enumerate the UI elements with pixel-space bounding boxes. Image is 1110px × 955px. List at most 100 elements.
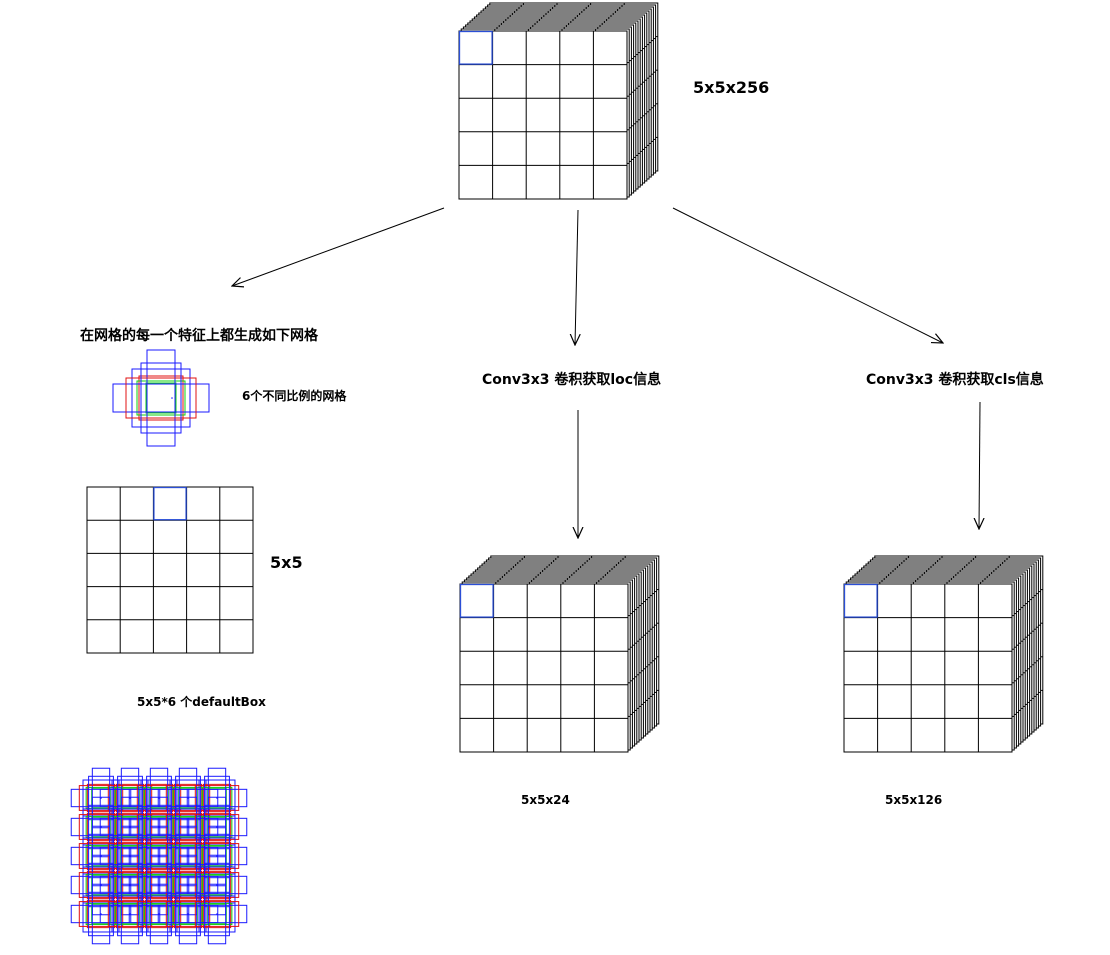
- default-box-outline: [117, 891, 143, 937]
- default-box-outline: [88, 891, 114, 937]
- default-box-outline: [178, 904, 198, 924]
- arrow-to-loc-conv: [575, 209, 578, 345]
- default-box-outline: [194, 785, 240, 811]
- default-box-outline: [175, 862, 201, 908]
- default-box-outline: [136, 901, 182, 927]
- default-box-outline: [117, 775, 143, 821]
- default-box-outline: [165, 872, 211, 898]
- default-box-outline: [120, 817, 140, 837]
- highlighted-cell: [459, 583, 494, 618]
- default-box-outline: [149, 883, 169, 945]
- default-box-outline: [178, 875, 198, 895]
- default-box-outline: [146, 891, 172, 937]
- default-box-outline: [146, 804, 172, 850]
- default-box-outline: [201, 902, 233, 926]
- default-box-outline: [186, 817, 248, 837]
- default-box-outline: [91, 883, 111, 945]
- default-box-outline: [207, 817, 227, 837]
- default-box-outline: [204, 862, 230, 908]
- default-box-outline: [207, 875, 227, 895]
- default-box-outline: [78, 814, 124, 840]
- default-box-outline: [117, 862, 143, 908]
- default-box-outline: [165, 785, 211, 811]
- default-box-outline: [146, 833, 172, 879]
- default-box-outline: [202, 899, 232, 929]
- default-box-outline: [138, 375, 184, 421]
- default-box-outline: [107, 872, 153, 898]
- highlighted-cell: [458, 30, 493, 65]
- default-box-outline: [186, 846, 248, 866]
- grid-size-label: 5x5: [270, 553, 303, 572]
- default-box-outline: [204, 833, 230, 879]
- default-box-outline: [82, 895, 120, 933]
- default-box-outline: [140, 895, 178, 933]
- cls-conv-label: Conv3x3 卷积获取cls信息: [866, 372, 1044, 388]
- default-box-outline: [178, 883, 198, 945]
- default-box-outline: [204, 891, 230, 937]
- default-box-outline: [111, 895, 149, 933]
- default-box-outline: [120, 846, 140, 866]
- default-box-outline: [91, 788, 111, 808]
- default-box-outline: [146, 349, 176, 447]
- default-box-outline: [136, 380, 186, 416]
- default-box-outline: [178, 817, 198, 837]
- default-box-outline: [136, 872, 182, 898]
- box-scale-note: 6个不同比例的网格: [242, 389, 347, 403]
- top-tensor-label: 5x5x256: [693, 78, 770, 97]
- box-center-dot: [216, 913, 218, 915]
- default-box-outline: [202, 841, 232, 871]
- default-box-outline: [165, 814, 211, 840]
- default-box-outline: [175, 833, 201, 879]
- default-box-outline: [178, 788, 198, 808]
- defaultbox-count-label: 5x5*6 个defaultBox: [137, 695, 266, 709]
- loc-conv-label: Conv3x3 卷积获取loc信息: [482, 372, 662, 388]
- default-box-outline: [140, 362, 182, 434]
- default-box-outline: [145, 382, 177, 414]
- default-box-outline: [120, 875, 140, 895]
- default-box-outline: [88, 862, 114, 908]
- default-box-outline: [202, 870, 232, 900]
- default-box-outline: [88, 804, 114, 850]
- default-box-outline: [107, 814, 153, 840]
- default-box-outline: [107, 901, 153, 927]
- default-box-outline: [112, 383, 210, 413]
- default-box-outline: [136, 843, 182, 869]
- default-box-outline: [207, 904, 227, 924]
- default-box-outline: [198, 895, 236, 933]
- default-box-outline: [194, 814, 240, 840]
- box-center-dot: [171, 397, 173, 399]
- default-box-outline: [107, 785, 153, 811]
- default-box-outline: [194, 843, 240, 869]
- default-box-outline: [78, 901, 124, 927]
- defaultbox-branch-heading: 在网格的每一个特征上都生成如下网格: [80, 328, 318, 344]
- default-box-outline: [149, 875, 169, 895]
- default-box-outline: [78, 843, 124, 869]
- all-default-boxes-overlay: [70, 767, 248, 945]
- default-box-outline: [178, 846, 198, 866]
- default-box-outline: [91, 846, 111, 866]
- default-box-outline: [117, 804, 143, 850]
- grid-border: [86, 486, 254, 654]
- default-box-outline: [107, 843, 153, 869]
- default-box-outline: [91, 817, 111, 837]
- default-box-outline: [207, 883, 227, 945]
- default-box-outline: [149, 904, 169, 924]
- highlighted-cell: [153, 486, 187, 521]
- feature-map-5x5x126: [843, 555, 1044, 753]
- default-box-outline: [125, 377, 197, 419]
- grid-5x5: [86, 486, 254, 654]
- highlighted-cell: [843, 583, 878, 618]
- default-box-outline: [136, 785, 182, 811]
- feature-map-5x5x24: [459, 555, 660, 753]
- default-box-outline: [146, 775, 172, 821]
- front-face: [458, 30, 628, 200]
- default-box-outline: [165, 843, 211, 869]
- default-box-outline: [78, 872, 124, 898]
- feature-map-5x5x256: [458, 2, 659, 200]
- default-box-outline: [136, 814, 182, 840]
- arrow-to-defaultbox-branch: [232, 207, 445, 286]
- default-box-outline: [202, 812, 232, 842]
- default-box-outline: [175, 891, 201, 937]
- default-box-outline: [165, 901, 211, 927]
